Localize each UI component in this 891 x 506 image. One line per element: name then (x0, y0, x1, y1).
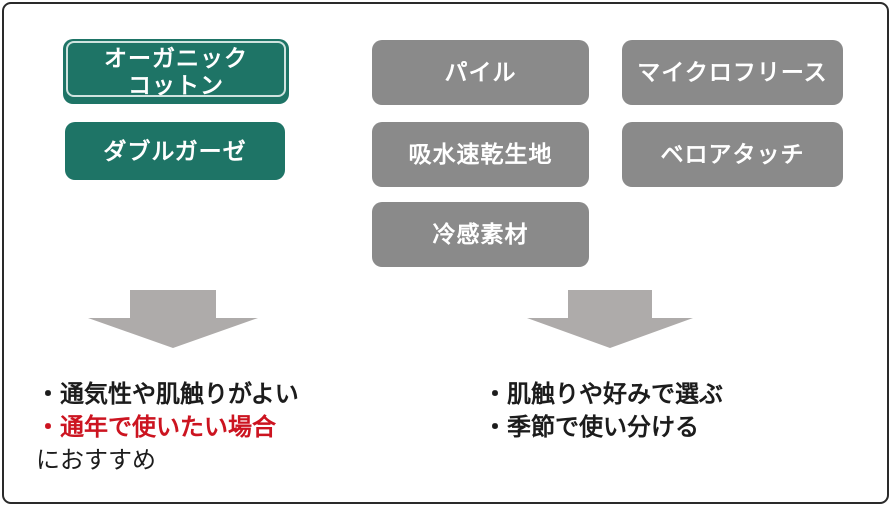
down-arrow-icon (88, 290, 258, 348)
note-year-round: ・通年で使いたい場合 (36, 414, 276, 441)
note-recommended: におすすめ (36, 447, 156, 474)
fabric-chip-pile: パイル (372, 40, 589, 105)
fabric-chip-label: 吸水速乾生地 (408, 141, 553, 168)
fabric-chip-absorbent-quick-dry: 吸水速乾生地 (372, 122, 589, 187)
fabric-chip-micro-fleece: マイクロフリース (622, 40, 843, 105)
down-arrow-icon (527, 290, 693, 348)
note-seasonal-use: ・季節で使い分ける (483, 414, 699, 441)
fabric-chip-label: ダブルガーゼ (103, 137, 247, 164)
note-breathability: ・通気性や肌触りがよい (36, 381, 299, 408)
fabric-chip-cooling-material: 冷感素材 (372, 202, 589, 267)
notes-functional-fabrics: ・肌触りや好みで選ぶ ・季節で使い分ける (483, 378, 723, 444)
note-texture-preference: ・肌触りや好みで選ぶ (483, 381, 723, 408)
fabric-chip-label: オーガニック コットン (104, 45, 248, 98)
fabric-chip-label: パイル (444, 59, 517, 86)
fabric-chip-label: マイクロフリース (637, 59, 828, 86)
fabric-chip-label: ベロアタッチ (660, 141, 805, 168)
fabric-chip-velour-touch: ベロアタッチ (622, 122, 843, 187)
notes-natural-fabrics: ・通気性や肌触りがよい ・通年で使いたい場合 におすすめ (36, 378, 299, 477)
fabric-chip-organic-cotton: オーガニック コットン (63, 39, 289, 104)
fabric-chip-label: 冷感素材 (432, 221, 529, 248)
fabric-chip-double-gauze: ダブルガーゼ (65, 122, 285, 180)
